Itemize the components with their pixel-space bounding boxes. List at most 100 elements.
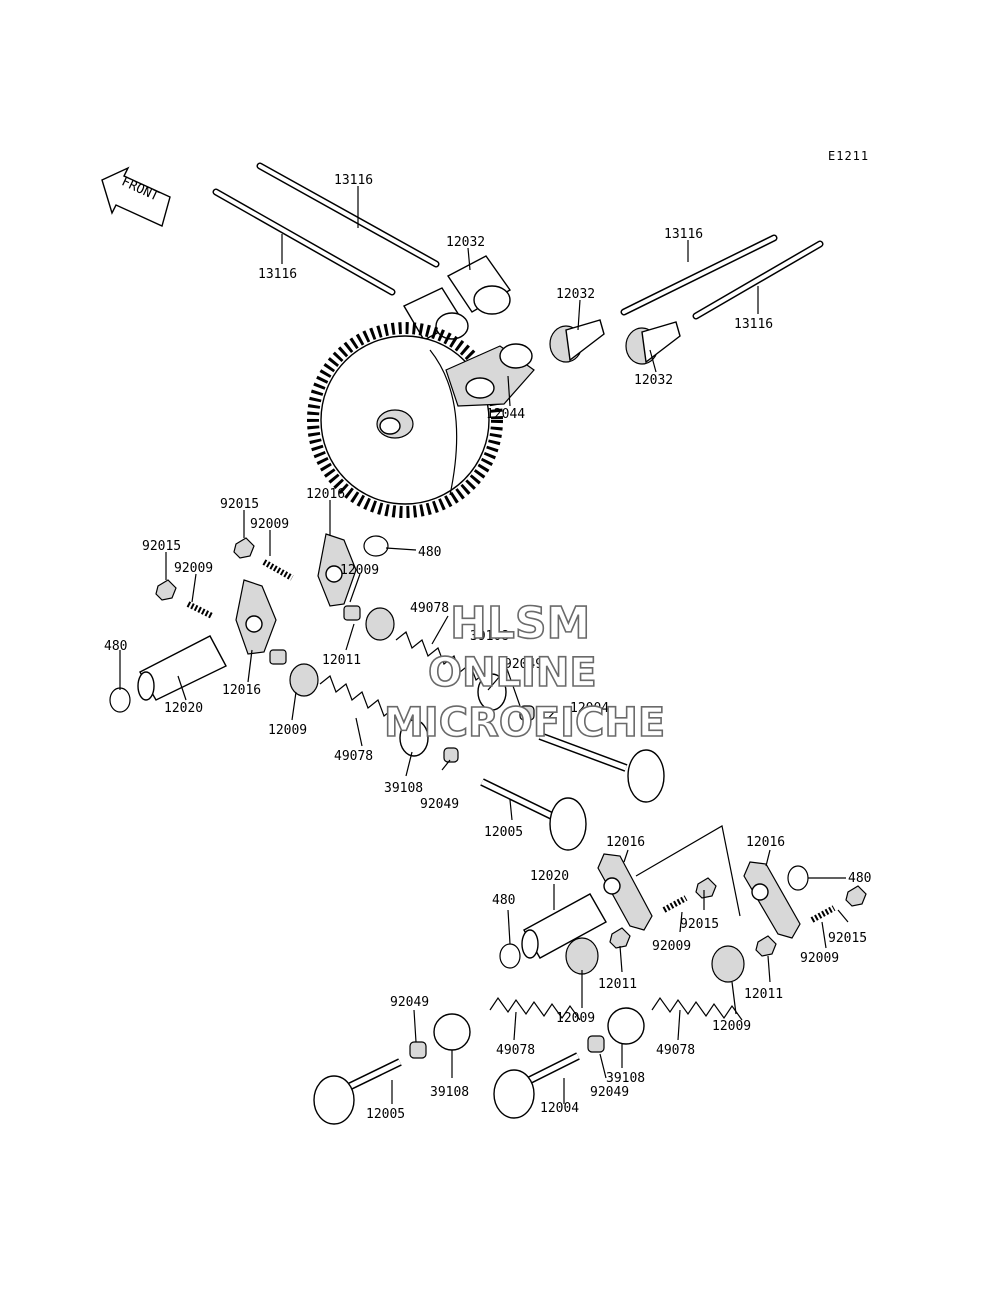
screw-c [662,895,688,913]
diagram-ref-code: E1211 [828,149,869,163]
label-screw-a: 92009 [250,517,289,532]
label-nut-b: 92015 [142,539,181,554]
label-pushrod-right-lower: 13116 [734,317,773,332]
label-keeper-upper-b: 92049 [420,797,459,812]
valve-intake-lower [313,1058,402,1125]
label-pushrod-left-lower: 13116 [258,267,297,282]
label-collar-upper: 12011 [322,653,361,668]
pivot-lower-b [711,945,745,983]
rocker-upper-b [235,579,277,655]
collar-lower-b [755,935,777,957]
circlip-a [363,535,389,557]
pushrod-right-upper [620,234,778,316]
label-screw-c: 92009 [652,939,691,954]
keeper-lower-b [587,1035,605,1053]
label-retainer-upper-a: 39108 [470,629,509,644]
rocker-lower-a [597,853,653,931]
nut-a [233,537,255,559]
label-valve-exhaust-upper: 12004 [570,701,609,716]
label-pushrod-right-upper: 13116 [664,227,703,242]
pivot-lower-a [565,937,599,975]
nut-b [155,579,177,601]
spring-lower-a [489,996,581,1021]
tappet-a [446,255,512,315]
front-arrow-icon: FRONT [101,166,171,227]
label-nut-d: 92015 [828,931,867,946]
label-retainer-lower-b: 39108 [606,1071,645,1086]
circlip-c [499,943,521,969]
collar-upper-b [269,649,287,665]
label-retainer-lower-a: 39108 [430,1085,469,1100]
label-keeper-upper-a: 92049 [504,657,543,672]
label-circlip-b: 480 [104,639,127,654]
label-shaft-lower: 12020 [530,869,569,884]
label-pivot-upper-a: 12009 [340,563,379,578]
label-rocker-lower-b: 12016 [746,835,785,850]
label-spring-lower-a: 49078 [496,1043,535,1058]
keeper-lower-a [409,1041,427,1059]
watermark-line3: MICROFICHE [384,700,665,746]
retainer-lower-a [433,1013,471,1051]
collar-lower-a [609,927,631,949]
valve-intake-upper [480,778,587,851]
label-collar-lower-b: 12011 [744,987,783,1002]
spring-upper-b [319,675,417,733]
label-pivot-upper-b: 12009 [268,723,307,738]
retainer-lower-b [607,1007,645,1045]
keeper-upper-b [443,747,459,763]
label-tappet-a: 12032 [446,235,485,250]
pushrod-left-lower [212,188,396,296]
label-nut-a: 92015 [220,497,259,512]
label-keeper-lower-a: 92049 [390,995,429,1010]
pivot-upper-b [289,663,319,697]
rocker-shaft-upper [137,635,227,701]
tappet-d [625,321,681,365]
label-spring-lower-b: 49078 [656,1043,695,1058]
screw-b [186,601,214,619]
label-screw-d: 92009 [800,951,839,966]
valve-exhaust-upper [538,732,665,803]
circlip-b [109,687,131,713]
circlip-d [787,865,809,891]
label-tappet-c: 12032 [634,373,673,388]
part-labels: 13116 13116 12032 12032 13116 13116 1203… [104,173,871,1122]
tappet-c [549,319,605,363]
label-tappet-b: 12032 [556,287,595,302]
cam-gear [307,322,503,518]
label-keeper-lower-b: 92049 [590,1085,629,1100]
label-retainer-upper-b: 39108 [384,781,423,796]
label-rocker-upper-b: 12016 [222,683,261,698]
label-pivot-lower-b: 12009 [712,1019,751,1034]
collar-upper-a [343,605,361,621]
rocker-shaft-lower [521,893,607,959]
label-valve-exhaust-lower: 12004 [540,1101,579,1116]
retainer-upper-b [399,719,429,757]
label-shaft-upper: 12020 [164,701,203,716]
label-rocker-upper-a: 12016 [306,487,345,502]
label-valve-intake-lower: 12005 [366,1107,405,1122]
label-camshaft: 12044 [486,407,525,422]
pushrod-left-upper [256,162,440,268]
label-spring-upper-a: 49078 [410,601,449,616]
watermark-line2: ONLINE [428,650,597,696]
pivot-upper-a [365,607,395,641]
camshaft [445,343,535,407]
label-pushrod-left-upper: 13116 [334,173,373,188]
label-circlip-d: 480 [848,871,871,886]
screw-a [262,559,294,581]
pushrod-right-lower [692,240,824,320]
retainer-upper-a [477,673,507,711]
watermark-line1: HLSM [450,598,590,649]
nut-d [845,885,867,907]
label-valve-intake-upper: 12005 [484,825,523,840]
leader-lines [119,186,849,1104]
keeper-upper-a [519,705,535,721]
screw-d [810,905,836,923]
label-circlip-a: 480 [418,545,441,560]
label-screw-b: 92009 [174,561,213,576]
nut-c [695,877,717,899]
label-nut-c: 92015 [680,917,719,932]
rocker-lower-b [743,861,801,939]
valve-exhaust-lower [493,1052,580,1119]
